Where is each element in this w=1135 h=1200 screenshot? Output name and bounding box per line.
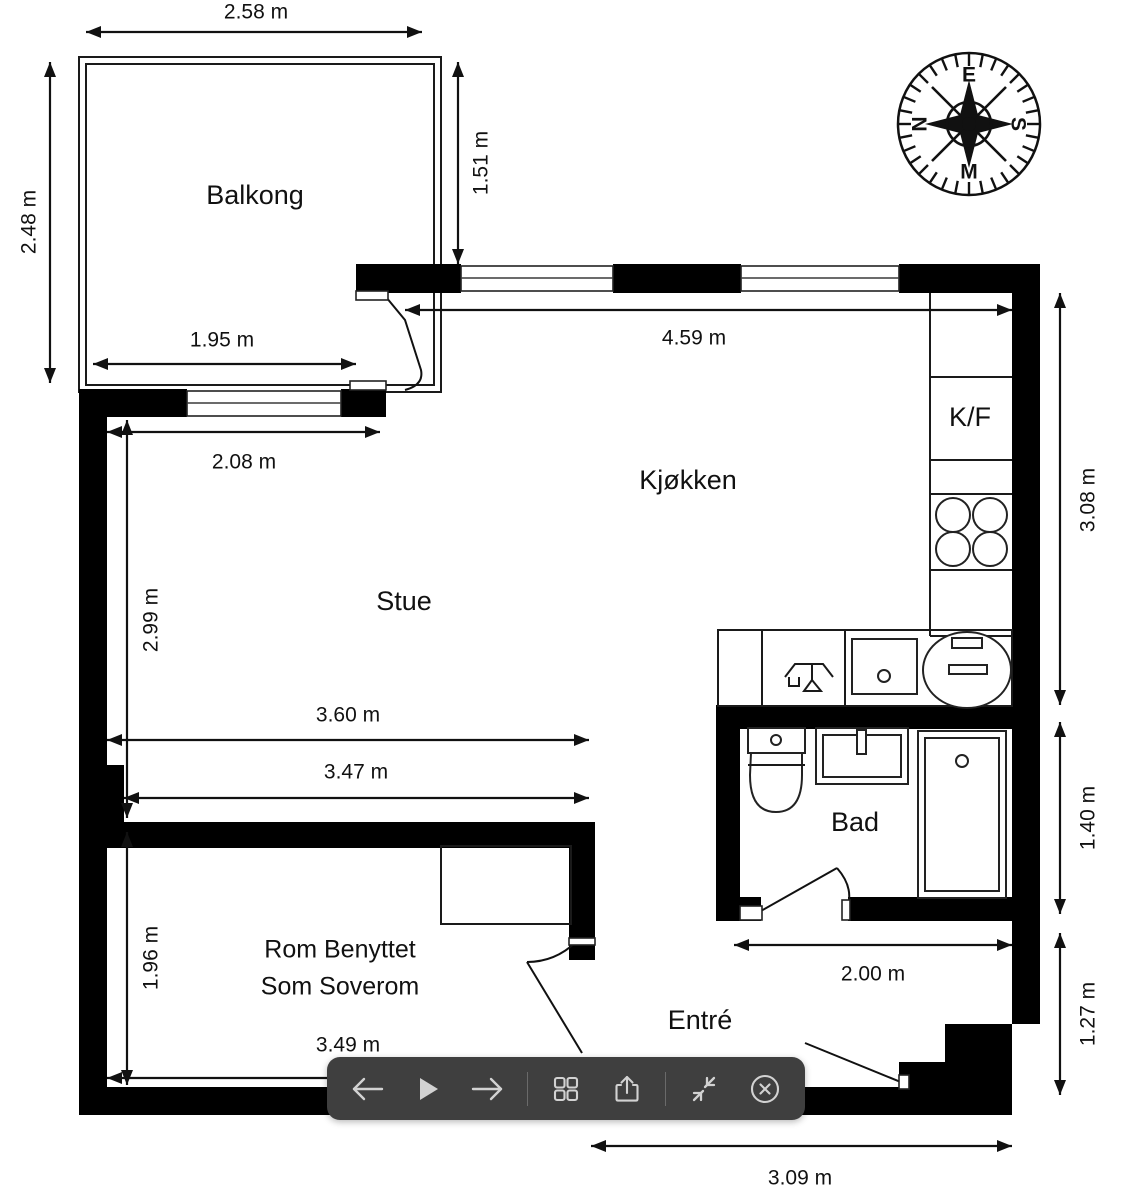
next-button[interactable] bbox=[458, 1057, 519, 1120]
stove-burners-icon bbox=[935, 497, 1008, 567]
dimension-label: 2.48 m bbox=[18, 190, 41, 254]
dimension-label: 4.59 m bbox=[662, 327, 726, 350]
dimension-label: 1.40 m bbox=[1077, 786, 1100, 850]
round-sink-icon bbox=[922, 631, 1012, 709]
room-label-soverom-line1: Rom Benyttet bbox=[264, 936, 416, 964]
window-kitchen-right bbox=[740, 265, 900, 292]
dimension-stue-top: 2.08 m bbox=[107, 426, 380, 474]
dimension-right-upper: 3.08 m bbox=[1054, 293, 1100, 705]
play-icon bbox=[419, 1077, 438, 1100]
toilet-icon bbox=[747, 727, 806, 814]
dimension-right-mid: 1.40 m bbox=[1054, 722, 1100, 914]
compass-label-top: E bbox=[962, 64, 976, 87]
dimension-stue-mid: 3.60 m bbox=[107, 704, 589, 746]
media-toolbar bbox=[327, 1057, 805, 1120]
kitchen-lower-counter bbox=[717, 629, 1013, 707]
close-button[interactable] bbox=[734, 1057, 795, 1120]
dimension-stue-bottom: 3.47 m bbox=[124, 761, 589, 804]
appliance-icon bbox=[784, 663, 834, 692]
arrow-left-icon bbox=[353, 1077, 384, 1100]
dimension-kjokken-top: 4.59 m bbox=[405, 304, 1012, 350]
minimize-button[interactable] bbox=[674, 1057, 735, 1120]
dimension-label: 3.09 m bbox=[768, 1167, 832, 1190]
collapse-arrows-icon bbox=[693, 1076, 716, 1101]
bedroom-closet bbox=[440, 845, 572, 925]
room-label-balkong: Balkong bbox=[206, 180, 304, 210]
room-label-entre: Entré bbox=[668, 1005, 733, 1035]
balcony-door bbox=[349, 290, 423, 391]
play-button[interactable] bbox=[398, 1057, 459, 1120]
share-button[interactable] bbox=[596, 1057, 657, 1120]
dimension-label: 1.96 m bbox=[140, 926, 163, 990]
balcony-outline bbox=[78, 56, 442, 393]
dimension-label: 3.49 m bbox=[316, 1034, 380, 1057]
dimension-label: 1.95 m bbox=[190, 329, 254, 352]
compass-label-right: S bbox=[1006, 117, 1029, 131]
dimension-stue-left: 2.99 m bbox=[121, 420, 163, 818]
window-living-room bbox=[186, 390, 342, 417]
dimension-label: 2.00 m bbox=[841, 963, 905, 986]
dimension-right-lower: 1.27 m bbox=[1054, 933, 1100, 1095]
kitchen-sink-icon bbox=[851, 638, 918, 695]
dimension-label: 3.60 m bbox=[316, 704, 380, 727]
bedroom-door bbox=[526, 937, 596, 1054]
kitchen-counter-column bbox=[929, 293, 1012, 637]
bathroom-door bbox=[739, 867, 851, 921]
grid-view-button[interactable] bbox=[536, 1057, 597, 1120]
dimension-bad-bottom: 2.00 m bbox=[734, 939, 1012, 986]
entrance-door bbox=[804, 1042, 910, 1090]
dimension-label: 1.27 m bbox=[1077, 982, 1100, 1046]
compass-label-left: N bbox=[909, 116, 932, 131]
share-icon bbox=[615, 1075, 639, 1102]
dimension-label: 2.58 m bbox=[224, 1, 288, 24]
dimension-balkong-left: 2.48 m bbox=[18, 62, 56, 383]
dimension-label: 2.08 m bbox=[212, 451, 276, 474]
room-label-bad: Bad bbox=[831, 807, 879, 837]
previous-button[interactable] bbox=[337, 1057, 398, 1120]
room-label-kf: K/F bbox=[949, 402, 991, 432]
dimension-balkong-bottom: 1.95 m bbox=[93, 329, 356, 370]
room-label-stue: Stue bbox=[376, 586, 432, 616]
dimension-entre-bottom: 3.09 m bbox=[591, 1140, 1012, 1190]
arrow-right-icon bbox=[472, 1077, 503, 1100]
toolbar-divider-right bbox=[664, 1071, 666, 1106]
compass-rose-icon: E N S M bbox=[896, 51, 1042, 197]
dimension-label: 1.51 m bbox=[470, 131, 493, 195]
dimension-balkong-right: 1.51 m bbox=[452, 62, 493, 264]
dimension-label: 2.99 m bbox=[140, 588, 163, 652]
compass-label-bottom: M bbox=[960, 161, 978, 184]
room-label-kjokken: Kjøkken bbox=[639, 465, 737, 495]
close-circle-icon bbox=[750, 1074, 779, 1103]
toolbar-divider-left bbox=[526, 1071, 528, 1106]
dimension-soverom-left: 1.96 m bbox=[121, 832, 163, 1085]
window-kitchen-left bbox=[460, 265, 614, 292]
grid-icon bbox=[553, 1076, 579, 1101]
dimension-label: 3.47 m bbox=[324, 761, 388, 784]
dimension-balkong-top: 2.58 m bbox=[86, 1, 422, 38]
room-label-soverom-line2: Som Soverom bbox=[261, 973, 419, 1001]
dimension-label: 3.08 m bbox=[1077, 468, 1100, 532]
bathroom-sink-icon bbox=[815, 727, 909, 785]
bathtub-icon bbox=[917, 730, 1007, 899]
